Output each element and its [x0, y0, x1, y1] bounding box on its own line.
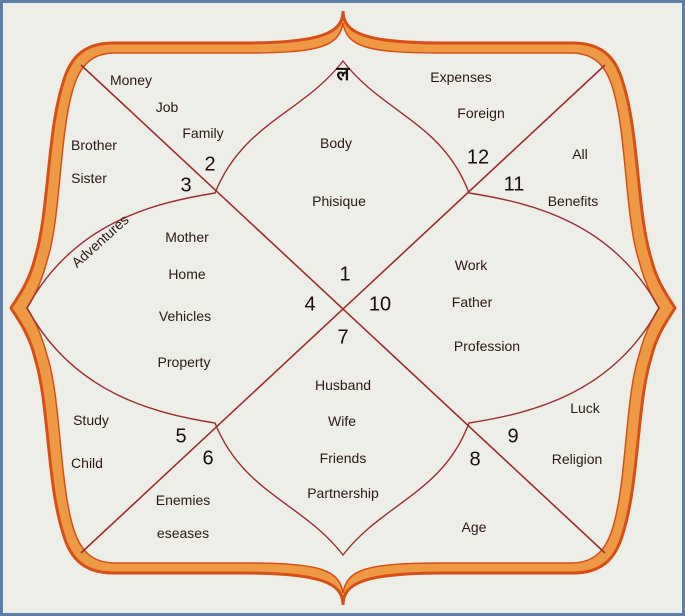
diagonal-tr-bl: [80, 64, 606, 554]
house-6-label: Enemies: [155, 492, 211, 508]
house-9-label: Religion: [551, 451, 603, 467]
house-7-label: Friends: [319, 450, 367, 466]
house-3-number: 3: [180, 174, 192, 197]
house-1-label: Body: [320, 135, 352, 151]
house-4-label: Property: [157, 354, 211, 370]
house-6-label: eseases: [156, 525, 210, 541]
house-12-number: 12: [466, 146, 490, 169]
house-5-label: Study: [73, 412, 109, 428]
house-11-number: 11: [503, 173, 525, 196]
inner-lotus: [26, 59, 660, 557]
house-10-label: Profession: [453, 338, 521, 354]
house-8-label: Age: [461, 519, 487, 535]
house-7-label: Partnership: [307, 485, 379, 501]
house-2-label: Job: [155, 99, 179, 115]
house-7-label: Husband: [314, 377, 372, 393]
house-4-label: Mother: [165, 229, 209, 245]
house-10-number: 10: [368, 293, 392, 316]
house-11-label: Benefits: [547, 193, 599, 209]
house-6-number: 6: [202, 447, 214, 470]
house-8-number: 8: [469, 448, 481, 471]
lagna-mark: ल: [336, 63, 350, 85]
house-7-number: 7: [337, 326, 349, 349]
house-3-label: Brother: [71, 137, 117, 153]
house-10-label: Father: [451, 294, 493, 310]
house-10-label: Work: [454, 257, 488, 273]
house-12-label: Foreign: [457, 105, 505, 121]
house-4-label: Vehicles: [158, 308, 212, 324]
house-2-label: Money: [109, 72, 153, 88]
house-7-label: Wife: [328, 413, 356, 429]
house-4-label: Home: [168, 266, 206, 282]
house-2-label: Family: [182, 125, 224, 141]
house-4-number: 4: [304, 293, 316, 316]
house-3-label: Sister: [71, 170, 107, 186]
house-1-number: 1: [339, 263, 351, 286]
house-9-number: 9: [507, 425, 519, 448]
house-12-label: Expenses: [430, 69, 492, 85]
house-1-label: Phisique: [312, 193, 366, 209]
house-9-label: Luck: [570, 400, 600, 416]
house-5-number: 5: [175, 425, 187, 448]
house-11-label: All: [572, 146, 588, 162]
house-2-number: 2: [204, 153, 216, 176]
chart-drawing: [9, 10, 677, 606]
house-5-label: Child: [71, 455, 103, 471]
